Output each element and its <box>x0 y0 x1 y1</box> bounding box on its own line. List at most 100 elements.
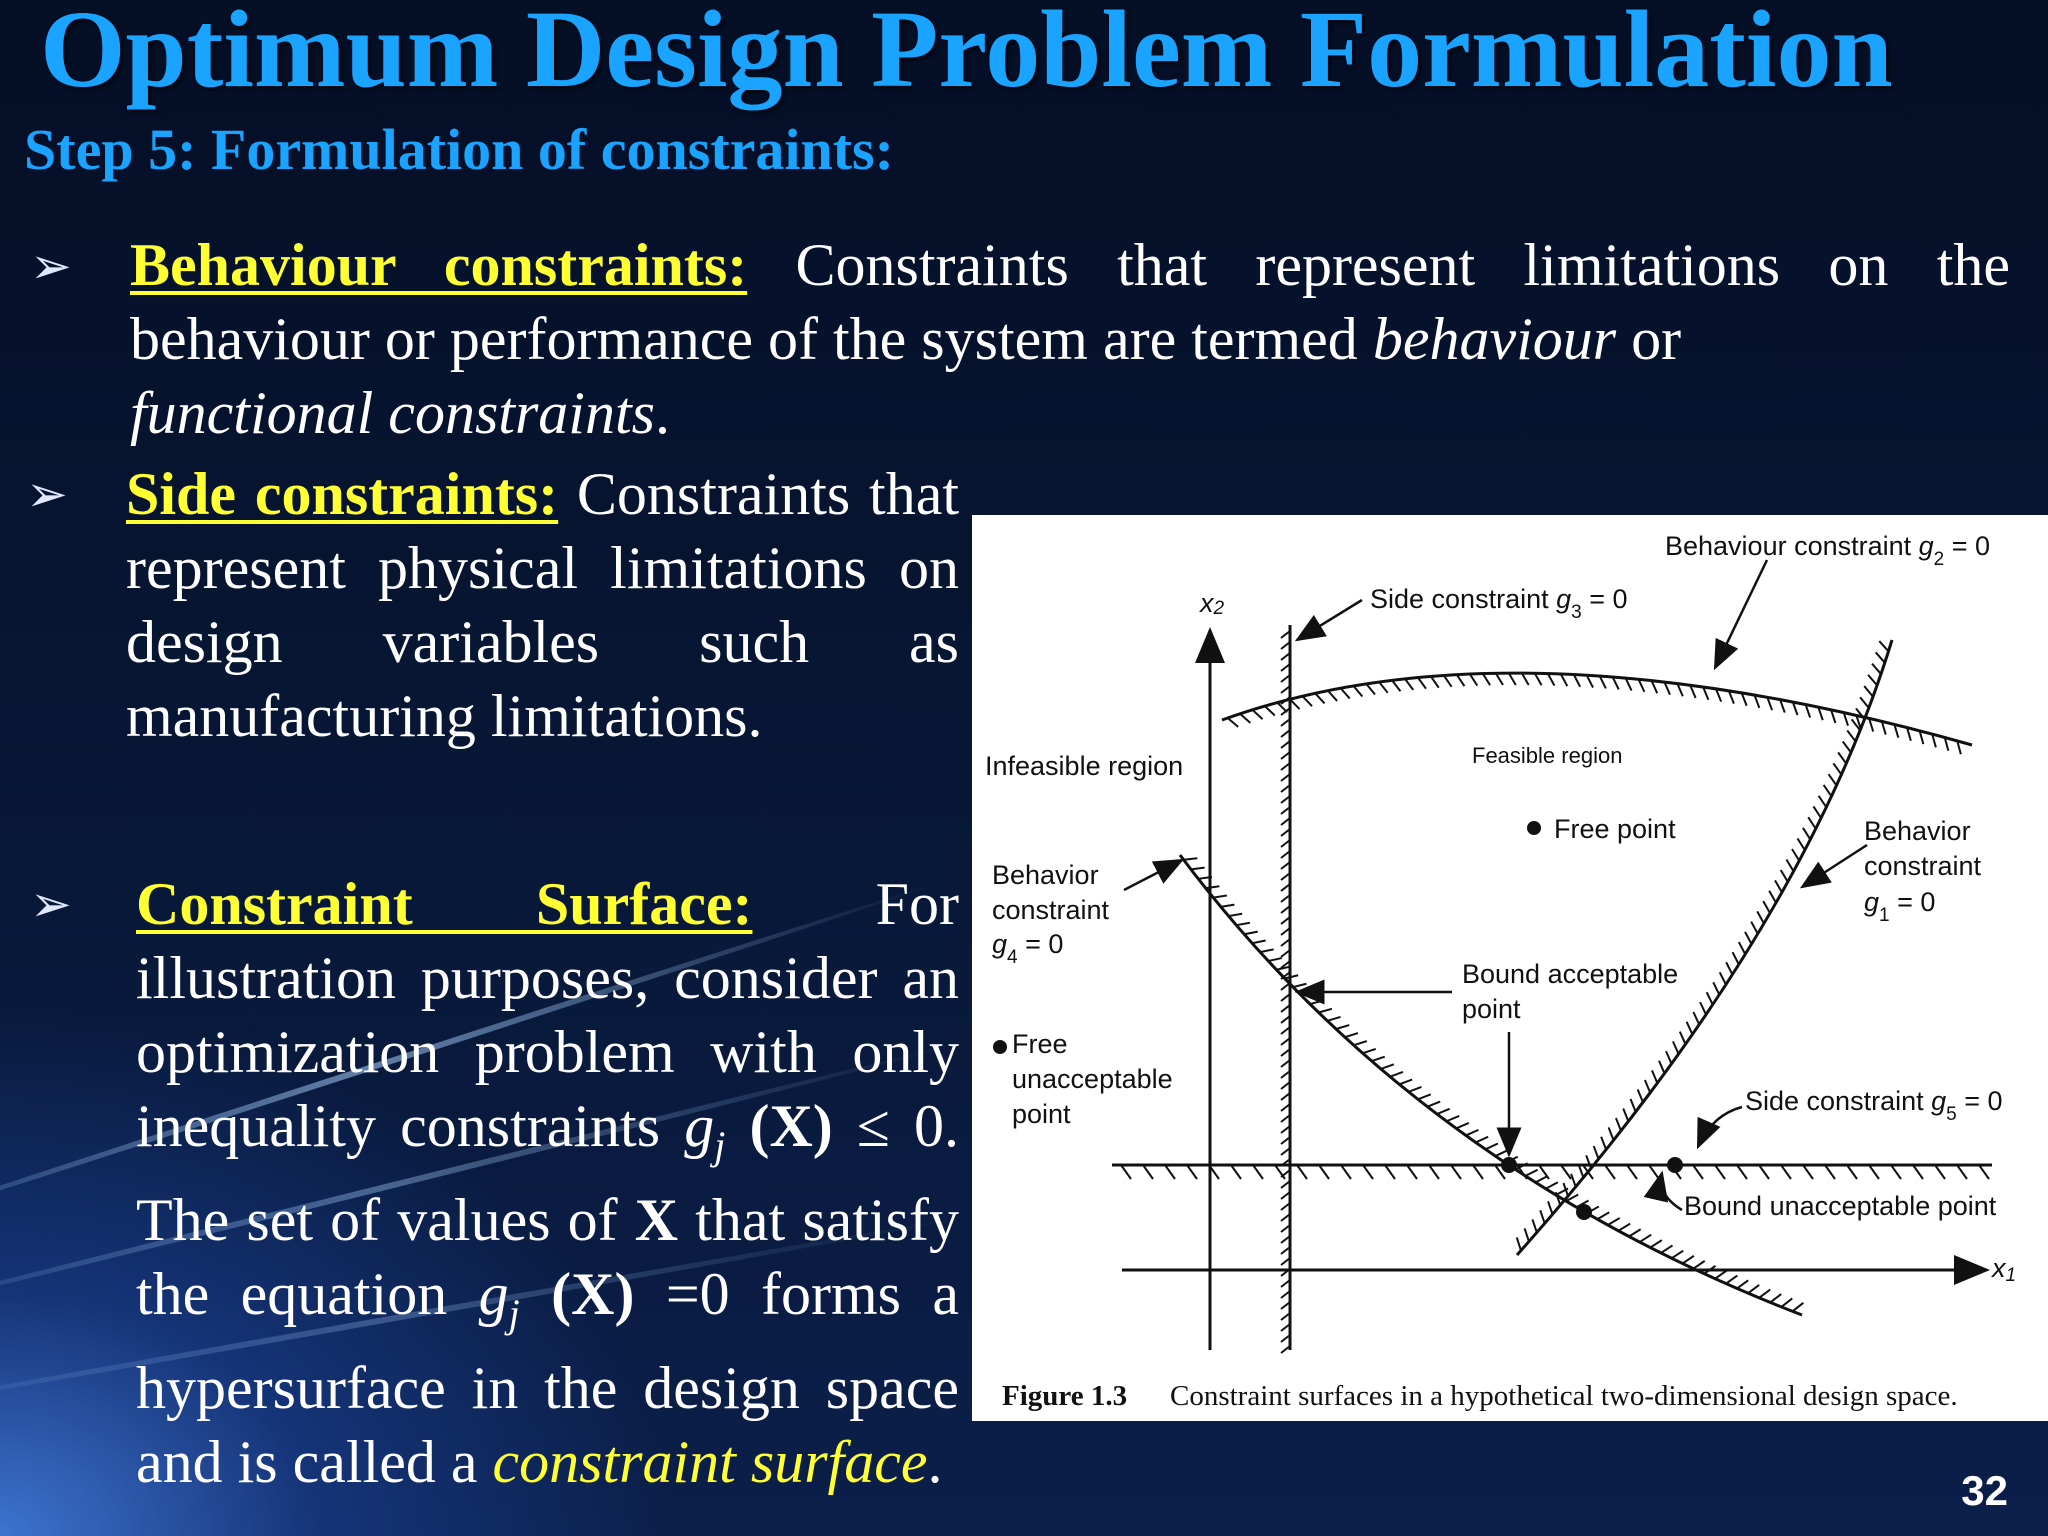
hatch-mark <box>1292 982 1307 989</box>
hatch-mark <box>1190 866 1205 871</box>
math-bold: (X) <box>749 1093 833 1159</box>
paragraph-text: For illustration purposes, consider an o… <box>136 871 959 1159</box>
hatch-mark <box>1596 1211 1610 1221</box>
hatch-mark <box>1280 1015 1291 1024</box>
hatch-mark <box>1228 912 1243 918</box>
hatch-mark <box>1391 679 1402 692</box>
hatch-mark <box>1494 1149 1509 1157</box>
bound-acceptable-label-line1: Bound acceptable <box>1462 959 1678 989</box>
hatch-mark <box>1280 1213 1291 1222</box>
hatch-mark <box>1494 1164 1506 1180</box>
hatch-mark <box>1714 1269 1727 1280</box>
hatch-mark <box>1230 1164 1242 1180</box>
hatch-mark <box>1362 1164 1374 1180</box>
free-unacceptable-point-marker <box>993 1040 1007 1054</box>
italic-text: functional constraints <box>130 380 655 446</box>
hatch-mark <box>1780 1297 1793 1308</box>
hatch-mark <box>1436 1107 1451 1115</box>
hatch-mark <box>1280 861 1291 870</box>
hatch-mark <box>1280 1004 1291 1013</box>
hatch-mark <box>1737 941 1747 955</box>
free-unacceptable-label-line1: Free <box>1012 1029 1068 1059</box>
hatch-mark <box>1309 999 1324 1006</box>
behavior-g4-label-line2: constraint <box>992 895 1110 925</box>
hatch-mark <box>1507 672 1517 686</box>
hatch-mark <box>1868 718 1875 732</box>
hatch-mark <box>1280 1191 1291 1200</box>
hatch-mark <box>1796 837 1806 851</box>
hatch-mark <box>1280 740 1291 749</box>
hatch-mark <box>1280 1224 1291 1233</box>
hatch-mark <box>1280 685 1291 694</box>
hatch-mark <box>1671 1249 1684 1260</box>
hatch-mark <box>1824 1164 1836 1180</box>
hatch-mark <box>1643 1079 1652 1094</box>
hatch-mark <box>1624 677 1633 691</box>
hatch-mark <box>1747 1284 1760 1294</box>
hatch-mark <box>1251 709 1264 720</box>
figure-caption-label: Figure 1.3 <box>1002 1380 1127 1412</box>
side-constraints-paragraph: Side constraints: Constraints that repre… <box>126 457 959 753</box>
hatch-mark <box>1560 1164 1572 1180</box>
hatch-mark <box>1736 1279 1749 1290</box>
hatch-mark <box>1880 721 1887 735</box>
hatch-mark <box>1617 1222 1631 1232</box>
hatch-mark <box>1807 816 1817 830</box>
hatch-mark <box>1779 869 1789 883</box>
hatch-mark <box>1426 1100 1441 1108</box>
hatch-mark <box>1389 1071 1404 1078</box>
infeasible-region-label: Infeasible region <box>985 751 1183 781</box>
hatch-mark <box>1868 1164 1880 1180</box>
hatch-mark <box>1280 1026 1291 1035</box>
hatch-mark <box>1280 905 1291 914</box>
hatch-mark <box>1280 894 1291 903</box>
hatch-mark <box>1846 1164 1858 1180</box>
hatch-mark <box>1692 1260 1706 1270</box>
hatch-mark <box>1465 1128 1479 1137</box>
hatch-mark <box>1651 1070 1659 1084</box>
hatch-mark <box>1802 827 1812 841</box>
hatch-mark <box>1577 1164 1585 1178</box>
hatch-mark <box>1280 839 1291 848</box>
hatch-mark <box>1296 1164 1308 1180</box>
hatch-mark <box>1120 1164 1132 1180</box>
g3-leader-arrow <box>1294 598 1363 642</box>
page-number: 32 <box>1961 1467 2008 1514</box>
hatch-mark <box>1340 1164 1352 1180</box>
hatch-mark <box>1301 695 1313 707</box>
hatch-mark <box>1791 848 1801 862</box>
hatch-mark <box>1774 879 1783 893</box>
hatch-mark <box>1841 740 1852 754</box>
hatch-mark <box>1327 689 1338 702</box>
math-subscript: j <box>714 1123 726 1168</box>
hatch-mark <box>1817 706 1824 721</box>
hatch-mark <box>1164 1164 1176 1180</box>
hatch-mark <box>1236 921 1251 927</box>
hatch-mark <box>1280 1092 1291 1101</box>
hatch-mark <box>1918 730 1925 745</box>
x2-axis-label: x2 <box>1198 588 1225 619</box>
hatch-mark <box>1665 1050 1673 1065</box>
hatch-mark <box>1280 1345 1291 1354</box>
hatch-mark <box>1607 1217 1621 1226</box>
arrow-bullet-icon: ➢ <box>30 875 72 933</box>
italic-text: behaviour <box>1372 306 1617 372</box>
math-bold: X <box>634 1187 679 1253</box>
hatch-mark <box>1280 1059 1291 1068</box>
side-constraint-g5-hatching <box>1120 1164 1990 1180</box>
hatch-mark <box>1280 1290 1291 1299</box>
hatch-mark <box>1485 1142 1499 1151</box>
hatch-mark <box>1344 1032 1359 1039</box>
hatch-mark <box>1846 729 1857 743</box>
paragraph-text: ≤ 0. The set of values of <box>136 1093 959 1253</box>
hatch-mark <box>1658 1060 1666 1074</box>
hatch-mark <box>1280 883 1291 892</box>
hatch-mark <box>1827 773 1838 787</box>
hatch-mark <box>1280 949 1291 958</box>
hatch-mark <box>1326 1016 1341 1022</box>
hatch-mark <box>1727 690 1735 705</box>
constraint-surfaces-figure: Behaviour constraint g2 = 0 Side constra… <box>972 515 2048 1421</box>
x1-axis-label: x1 <box>1990 1253 2016 1286</box>
hatch-mark <box>1956 740 1962 755</box>
hatch-mark <box>1371 1055 1386 1063</box>
